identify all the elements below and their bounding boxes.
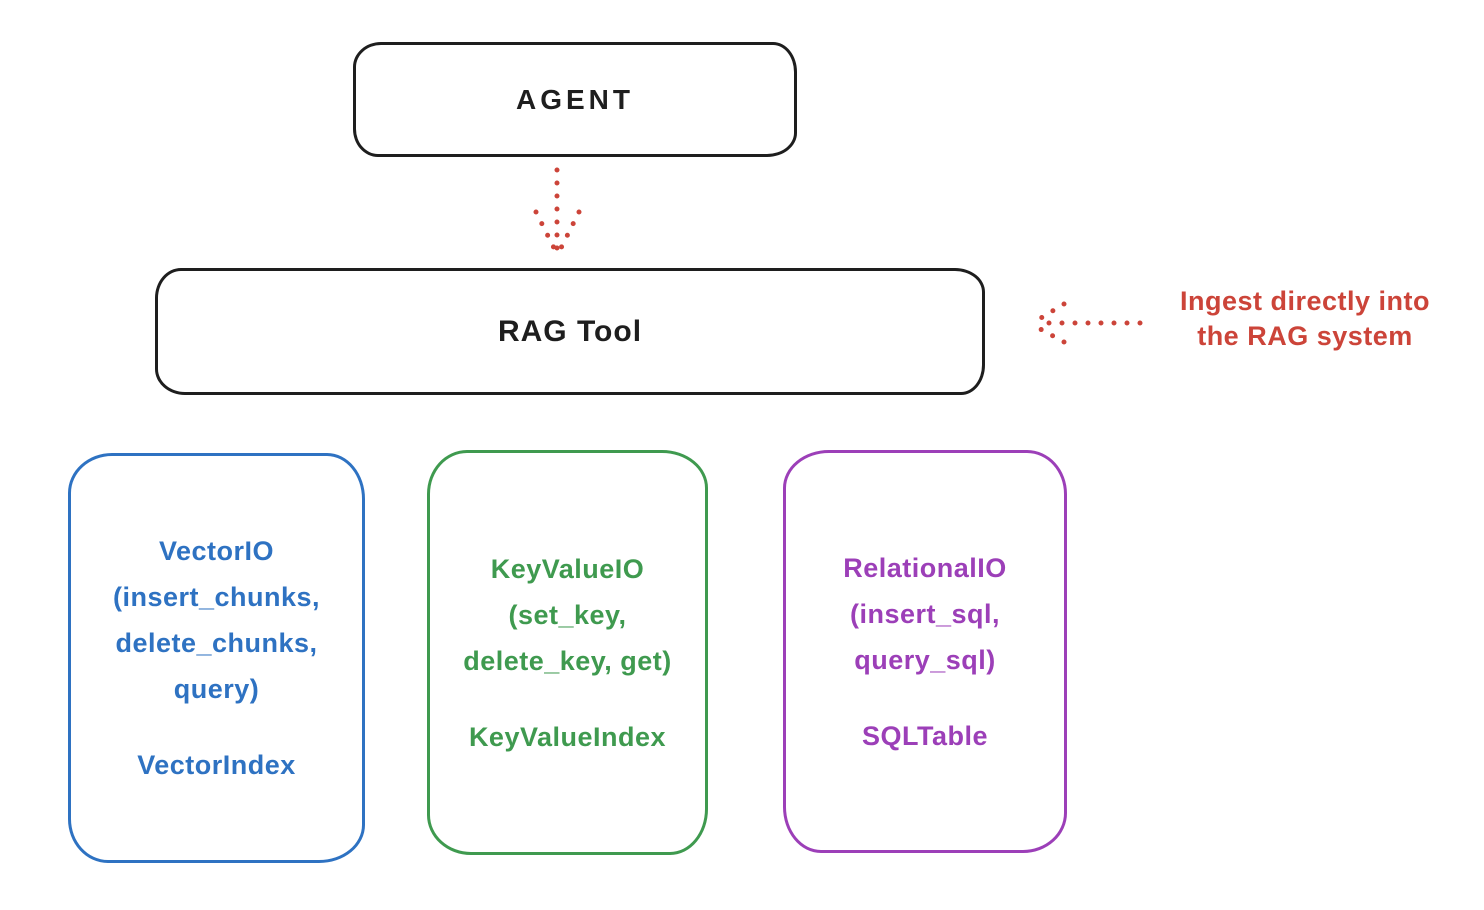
agent-node: AGENT <box>353 42 797 157</box>
rag-tool-label: RAG Tool <box>497 314 643 348</box>
relational-io-interface-label: RelationalIO(insert_sql,query_sql) <box>843 552 1007 675</box>
agent-to-rag-arrow <box>533 167 582 255</box>
rag-tool-node: RAG Tool <box>155 268 985 395</box>
vector-io-interface-label: VectorIO(insert_chunks,delete_chunks,que… <box>112 536 321 704</box>
sql-table-label: SQLTable <box>861 720 988 751</box>
agent-label: AGENT <box>516 83 634 115</box>
vector-io-node: VectorIO(insert_chunks,delete_chunks,que… <box>68 453 365 863</box>
ingest-annotation-arrow <box>1028 301 1143 345</box>
keyvalue-io-node: KeyValueIO(set_key,delete_key, get) KeyV… <box>427 450 708 855</box>
keyvalue-io-interface-label: KeyValueIO(set_key,delete_key, get) <box>463 553 672 676</box>
keyvalue-index-label: KeyValueIndex <box>468 721 667 752</box>
relational-io-node: RelationalIO(insert_sql,query_sql) SQLTa… <box>783 450 1067 853</box>
vector-index-label: VectorIndex <box>137 750 296 780</box>
